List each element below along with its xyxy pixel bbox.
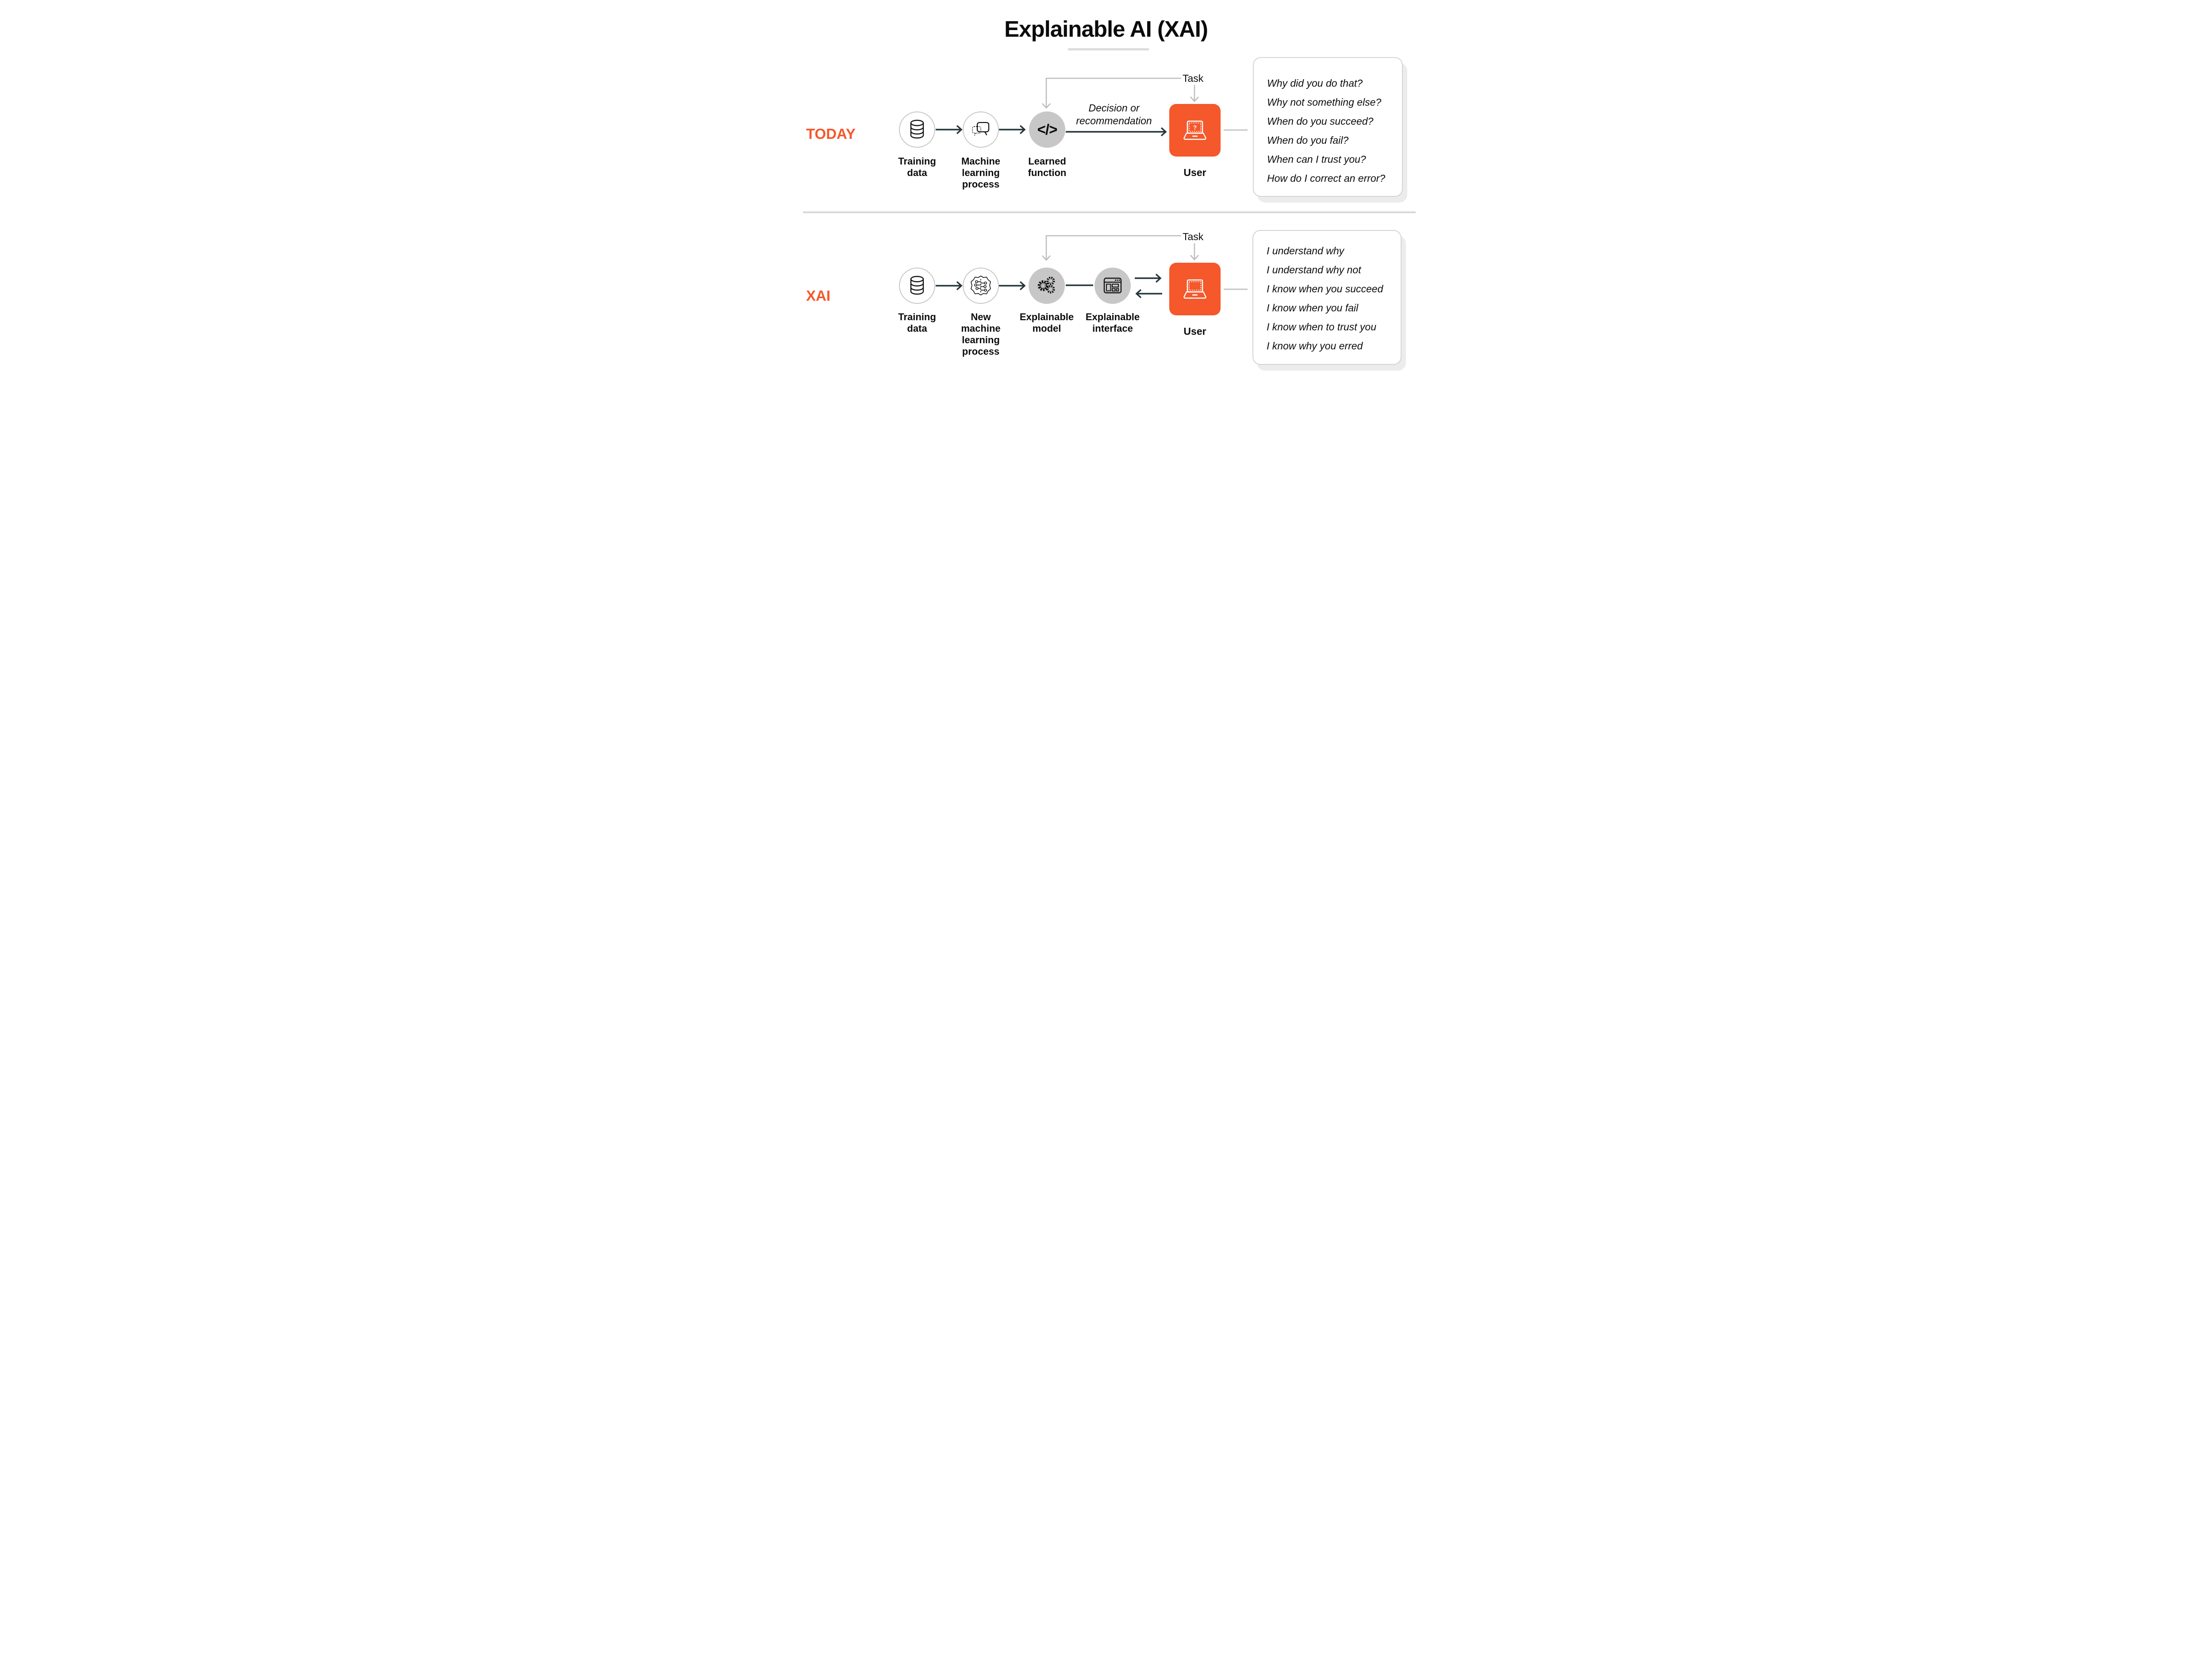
statement-line: I know why you erred [1267,340,1363,352]
node-explainable-interface [1094,268,1131,304]
section-divider [803,211,1416,213]
task-arrow-xai [1190,243,1199,261]
database-icon [910,119,925,140]
laptop-icon [1181,279,1209,299]
node-label: Learned function [1028,156,1067,178]
node-explainable-model [1029,268,1065,304]
statements-panel-xai: I understand why I understand why not I … [1252,230,1402,365]
arrow-right-icon [999,125,1026,134]
node-training-data-today [899,111,935,148]
statement-line: I understand why not [1267,264,1361,276]
task-feedback-line-xai [1042,235,1181,261]
laptop-question-icon: ? [1181,120,1209,141]
user-box-today: ? [1169,104,1221,157]
gears-icon [1037,276,1057,295]
node-label: Training data [898,311,936,334]
arrow-right-icon [936,125,963,134]
user-box-xai [1169,263,1221,315]
flow-annotation: Decision or recommendation [1076,102,1152,126]
task-label-today: Task [1183,73,1204,84]
arrow-right-icon [936,281,963,291]
node-training-data-xai [899,268,935,304]
speech-bubbles-icon [971,121,991,138]
user-label-today: User [1183,167,1206,178]
arrow-right-icon [1066,127,1167,137]
statement-line: I know when you fail [1267,302,1359,314]
brain-circuit-icon [970,275,991,296]
node-label: New machine learning process [961,311,1001,357]
browser-icon [1103,277,1122,294]
question-line: Why did you do that? [1267,77,1363,89]
question-line: When can I trust you? [1267,153,1366,165]
database-icon [910,276,925,296]
arrow-right-icon [999,281,1026,291]
node-ml-process-today [963,111,999,148]
panel-connector-today [1224,129,1248,131]
question-line: Why not something else? [1267,96,1382,108]
question-line: How do I correct an error? [1267,172,1386,184]
node-new-ml-process [963,268,999,304]
title-underline [1068,48,1149,50]
code-icon: </> [1037,121,1058,138]
statement-line: I understand why [1267,245,1344,257]
arrow-right-icon [1135,273,1162,283]
node-label: Explainable interface [1085,311,1140,334]
panel-connector-xai [1224,288,1248,290]
node-learned-function: </> [1029,111,1065,148]
arrow-left-icon [1135,289,1162,299]
xai-infographic: Explainable AI (XAI) TODAY Task Training… [765,0,1447,383]
node-label: Explainable model [1019,311,1074,334]
task-label-xai: Task [1183,231,1204,242]
statement-line: I know when you succeed [1267,283,1383,295]
svg-text:?: ? [1193,124,1197,131]
user-label-xai: User [1183,326,1206,337]
node-label: Machine learning process [961,156,1001,190]
statement-line: I know when to trust you [1267,321,1377,333]
section-label-xai: XAI [806,287,831,304]
task-arrow-today [1190,85,1199,102]
question-line: When do you succeed? [1267,115,1374,127]
connector-line [1066,284,1093,286]
page-title: Explainable AI (XAI) [1004,16,1208,42]
questions-panel-today: Why did you do that? Why not something e… [1253,57,1403,197]
node-label: Training data [898,156,936,178]
section-label-today: TODAY [806,126,856,142]
task-feedback-line-today [1042,77,1181,109]
question-line: When do you fail? [1267,134,1349,146]
